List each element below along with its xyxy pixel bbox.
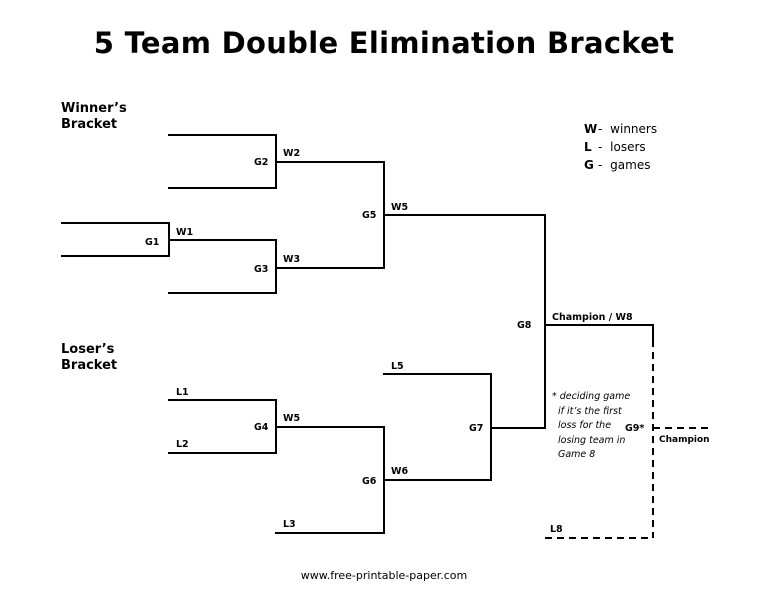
legend-separator: - <box>598 140 603 154</box>
loss-label-l5: L5 <box>391 361 404 372</box>
losers-bracket-label: Loser’s Bracket <box>61 342 117 374</box>
win-label-w5-upper: W5 <box>391 202 408 213</box>
note-line: losing team in <box>558 434 626 446</box>
win-label-w1: W1 <box>176 227 193 238</box>
losers-bracket-label-line1: Loser’s <box>61 342 115 357</box>
win-label-w5-lower: W5 <box>283 413 300 424</box>
game-label-g6: G6 <box>362 476 377 487</box>
win-label-w2: W2 <box>283 148 300 159</box>
bracket-g6 <box>275 426 385 534</box>
legend-value: games <box>610 158 651 172</box>
legend-key: L <box>584 140 592 154</box>
game-label-g8: G8 <box>517 320 532 331</box>
game-label-g7: G7 <box>469 423 483 434</box>
page-title: 5 Team Double Elimination Bracket <box>93 26 675 60</box>
legend-item-winners: W- winners <box>584 120 657 138</box>
champion-w8-label: Champion / W8 <box>552 312 633 323</box>
loss-label-l8: L8 <box>550 524 563 535</box>
loss-label-l2: L2 <box>176 439 189 450</box>
win-label-w6: W6 <box>391 466 408 477</box>
legend: W- winners L- losers G- games <box>584 120 657 174</box>
game-label-g5: G5 <box>362 210 376 221</box>
legend-separator: - <box>598 158 603 172</box>
legend-item-losers: L- losers <box>584 138 657 156</box>
game-label-g1: G1 <box>145 237 159 248</box>
note-line: loss for the <box>558 420 612 431</box>
bracket-g7 <box>383 373 492 481</box>
champion-label: Champion <box>659 435 710 445</box>
legend-item-games: G- games <box>584 156 657 174</box>
loss-label-l1: L1 <box>176 387 189 398</box>
note-line: * deciding game <box>552 391 631 402</box>
legend-separator: - <box>598 122 603 136</box>
win-label-w3: W3 <box>283 254 300 265</box>
bracket-g3 <box>168 239 277 294</box>
note-line: if it’s the first <box>558 405 622 417</box>
legend-value: losers <box>610 140 646 154</box>
game-label-g9: G9* <box>625 423 644 434</box>
bracket-champion-w8-line <box>544 324 654 341</box>
game-label-g2: G2 <box>254 157 268 168</box>
winners-bracket-label-line1: Winner’s <box>61 101 127 116</box>
note-line: Game 8 <box>558 449 596 460</box>
footer-url: www.free-printable-paper.com <box>300 569 468 582</box>
loss-label-l3: L3 <box>283 519 296 530</box>
legend-key: G <box>584 158 594 172</box>
losers-bracket-label-line2: Bracket <box>61 358 118 373</box>
winners-bracket-label: Winner’s Bracket <box>61 101 127 133</box>
winners-bracket-label-line2: Bracket <box>61 117 118 132</box>
game-label-g4: G4 <box>254 422 269 433</box>
legend-key: W <box>584 122 598 136</box>
game-label-g3: G3 <box>254 264 268 275</box>
deciding-game-note: * deciding game if it’s the first loss f… <box>552 390 652 463</box>
legend-value: winners <box>610 122 658 136</box>
